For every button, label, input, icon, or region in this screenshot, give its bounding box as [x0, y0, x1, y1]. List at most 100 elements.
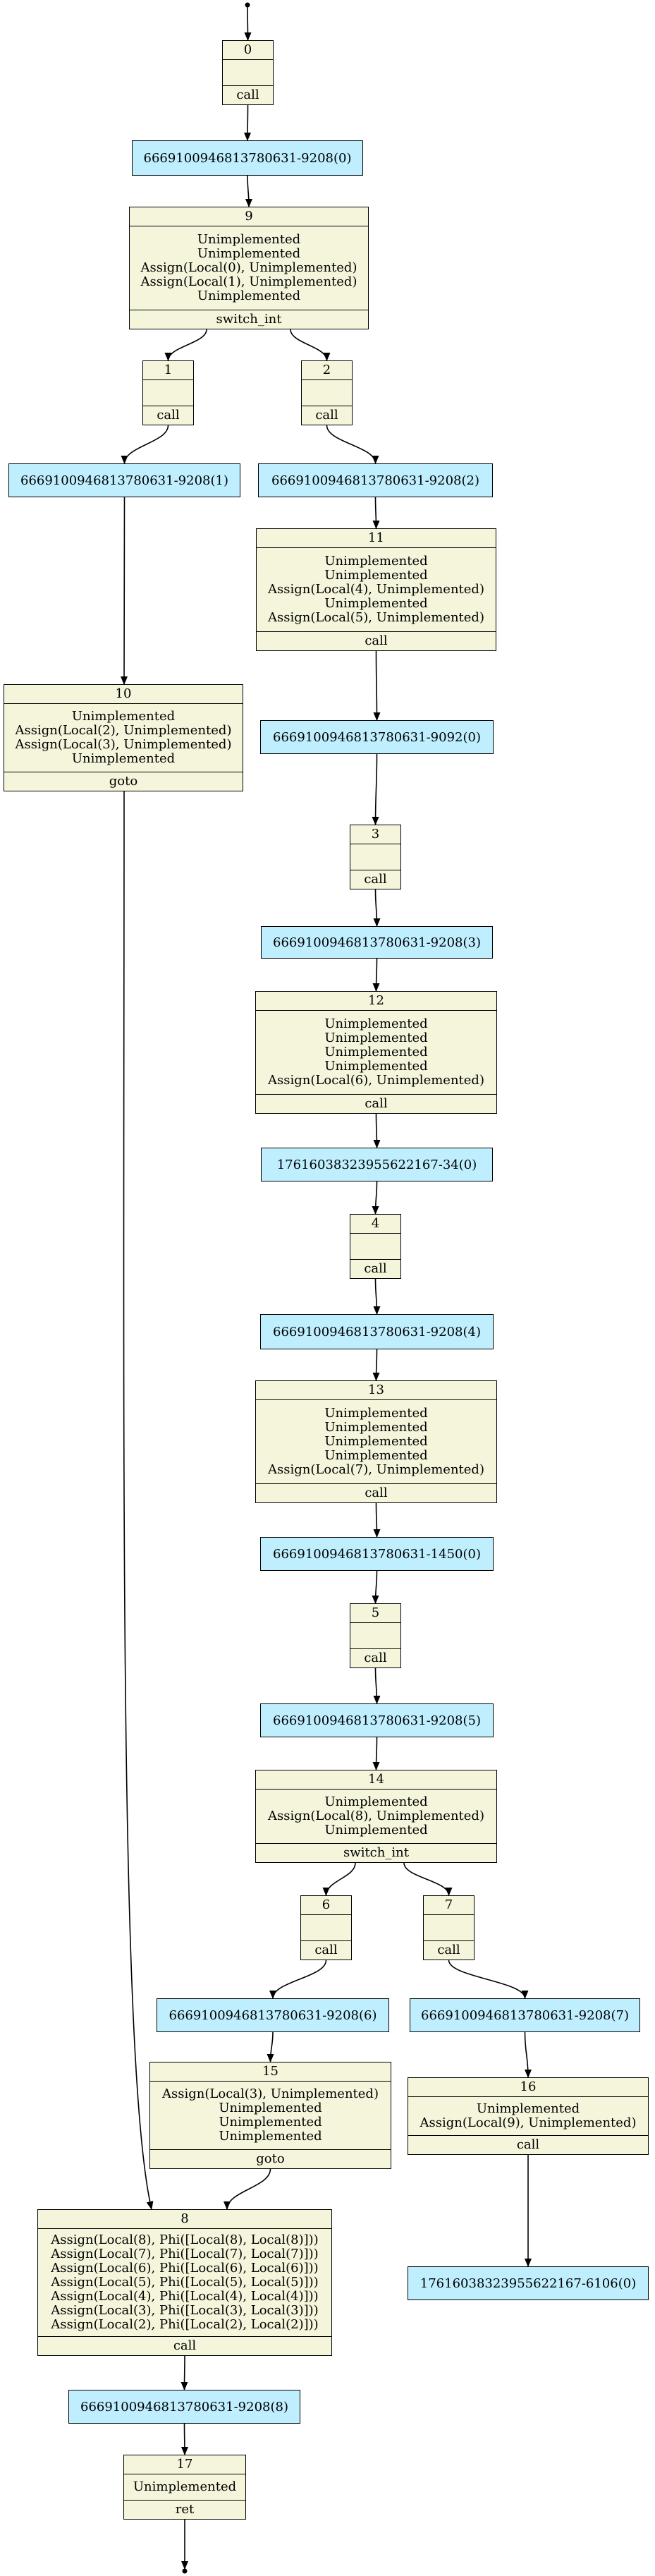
statement-line: Unimplemented: [324, 1448, 428, 1463]
block-terminator: call: [315, 408, 338, 423]
edge-b5-to-c8: [373, 1667, 381, 1704]
statement-line: Assign(Local(9), Unimplemented): [420, 2115, 637, 2130]
call-node: 6669100946813780631-9208(4): [260, 1314, 494, 1349]
block-terminator: goto: [256, 2151, 285, 2166]
basic-block-1: 1 call: [142, 360, 194, 425]
edge-b0-to-c0: [244, 104, 252, 141]
statement-line: Assign(Local(3), Phi([Local(3), Local(3)…: [51, 2303, 319, 2318]
block-terminator: call: [314, 1943, 338, 1957]
block-statements: [350, 844, 400, 870]
edge-b9-to-b2: [290, 329, 331, 361]
edge-b9-to-b1: [164, 329, 207, 361]
statement-line: Unimplemented: [71, 709, 176, 724]
edge-b1-to-c1: [121, 425, 169, 464]
edge-b14-to-b7: [403, 1862, 453, 1896]
block-label: 1: [143, 361, 193, 380]
statement-line: Assign(Local(2), Phi([Local(2), Local(2)…: [51, 2317, 319, 2332]
call-node: 6669100946813780631-9208(3): [261, 926, 493, 959]
call-node: 6669100946813780631-9208(7): [410, 1998, 640, 2032]
statement-line: Unimplemented: [197, 288, 301, 303]
statement-line: Unimplemented: [324, 1434, 428, 1449]
basic-block-7: 7 call: [423, 1895, 475, 1960]
block-label: 6: [301, 1896, 351, 1915]
edge-b10-to-b8: [123, 791, 154, 2210]
block-terminator: call: [157, 408, 180, 423]
block-terminator: switch_int: [216, 312, 282, 327]
statement-line: Assign(Local(8), Phi([Local(8), Local(8)…: [51, 2232, 319, 2247]
statement-line: Assign(Local(5), Unimplemented): [268, 610, 484, 625]
statement-line: Unimplemented: [133, 2479, 237, 2494]
basic-block-6: 6 call: [300, 1895, 352, 1960]
edge-c5-to-b4: [372, 1181, 379, 1215]
block-statements: [302, 380, 352, 406]
block-label: 10: [4, 685, 243, 704]
statement-line: Assign(Local(0), Unimplemented): [140, 260, 357, 275]
statement-line: Unimplemented: [324, 568, 428, 583]
block-terminator: call: [516, 2137, 540, 2152]
call-node: 6669100946813780631-9208(8): [68, 2390, 300, 2424]
statement-line: [226, 66, 270, 80]
block-terminator: ret: [175, 2502, 195, 2517]
edge-c2-to-b11: [372, 497, 380, 529]
block-statements: [223, 60, 273, 86]
block-terminator: call: [364, 1651, 387, 1665]
statement-line: Unimplemented: [324, 1059, 428, 1074]
statement-line: Unimplemented: [476, 2101, 580, 2116]
statement-line: [427, 1921, 471, 1935]
statement-line: Unimplemented: [324, 1794, 428, 1809]
statement-line: Unimplemented: [71, 751, 176, 766]
statement-line: Assign(Local(7), Phi([Local(7), Local(7)…: [51, 2247, 319, 2261]
call-node: 6669100946813780631-9208(0): [132, 140, 363, 176]
statement-line: [305, 386, 349, 400]
basic-block-3: 3 call: [350, 825, 401, 889]
edge-c7-to-b5: [372, 1570, 379, 1604]
edge-b3-to-c4: [373, 889, 381, 927]
statement-line: Assign(Local(3), Unimplemented): [15, 737, 232, 752]
statement-line: Assign(Local(1), Unimplemented): [140, 274, 357, 289]
block-terminator: call: [365, 633, 388, 648]
edge-b14-to-b6: [322, 1862, 356, 1896]
edge-c10-to-b16: [524, 2031, 532, 2078]
block-terminator: call: [236, 87, 259, 102]
call-node: 6669100946813780631-9208(6): [157, 1998, 389, 2032]
block-label: 13: [256, 1381, 496, 1400]
basic-block-0: 0 call: [222, 40, 274, 105]
edge-b6-to-c9: [269, 1960, 327, 1999]
block-statements: [350, 1623, 400, 1649]
statement-line: Unimplemented: [324, 596, 428, 611]
statement-line: Assign(Local(8), Unimplemented): [268, 1809, 484, 1823]
edge-c3-to-b3: [372, 753, 379, 825]
edge-entry-to-b0: [244, 4, 252, 41]
statement-line: Unimplemented: [324, 1016, 428, 1031]
block-terminator: switch_int: [343, 1845, 409, 1860]
block-label: 16: [408, 2078, 648, 2097]
statement-line: [353, 1629, 398, 1643]
block-terminator: call: [364, 872, 387, 887]
basic-block-2: 2 call: [301, 360, 353, 425]
call-node: 6669100946813780631-9208(5): [260, 1703, 494, 1737]
statement-line: Unimplemented: [324, 1420, 428, 1435]
statement-line: Unimplemented: [324, 1031, 428, 1045]
block-label: 2: [302, 361, 352, 380]
statement-line: [304, 1921, 348, 1935]
block-label: 7: [424, 1896, 474, 1915]
statement-line: Assign(Local(6), Unimplemented): [268, 1073, 484, 1088]
block-label: 4: [350, 1215, 400, 1234]
call-node: 6669100946813780631-9208(2): [258, 463, 493, 497]
edge-b15-to-b8: [224, 2168, 271, 2210]
statement-line: [146, 386, 190, 400]
statement-line: [353, 850, 398, 864]
block-statements: [350, 1234, 400, 1260]
